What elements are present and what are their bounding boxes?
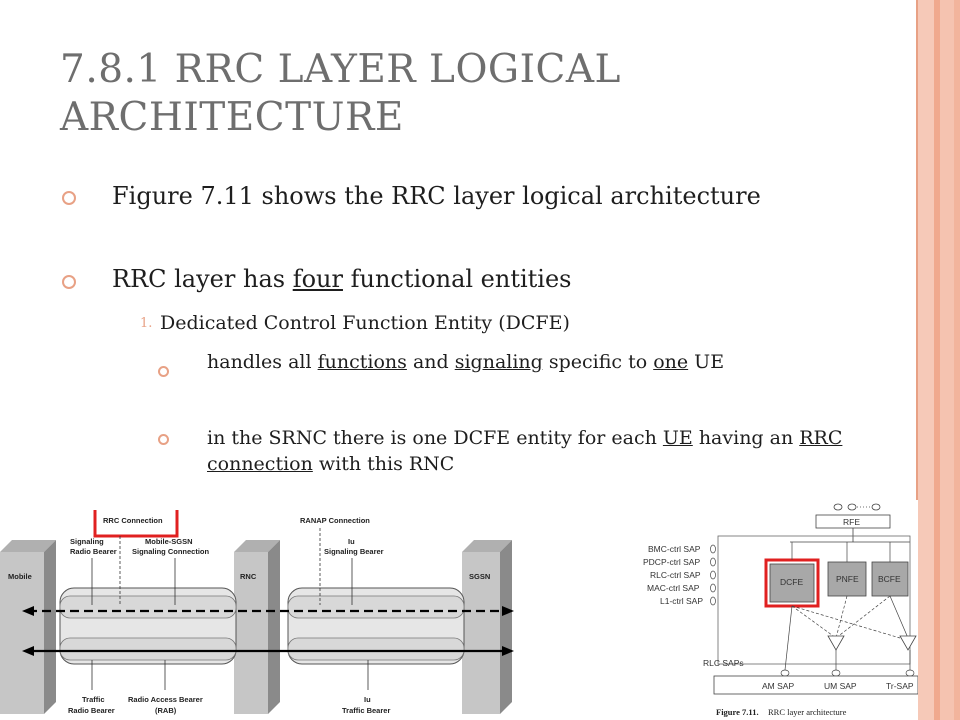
arrowhead [502,606,514,616]
traffic-radio-bearer-label-1: Traffic [82,695,105,704]
traffic-radio-bearer-label-2: Radio Bearer [68,706,115,715]
rnc-block-side [268,540,280,714]
mobile-sgsn-label-1: Mobile-SGSN [145,537,193,546]
mobile-sgsn-label-2: Signaling Connection [132,547,209,556]
right-stripe [954,0,960,720]
rnc-block [234,552,268,714]
sub-bullet-functions: handles all functions and signaling spec… [207,351,725,373]
right-stripe [940,0,954,720]
sap-label-rlc: RLC-ctrl SAP [650,570,701,580]
right-pipe-inner-bottom [287,637,465,661]
iu-signaling-label-1: Iu [348,537,355,546]
left-pipe-inner-bottom [59,637,237,661]
rlc-saps-label: RLC SAPs [703,658,744,668]
rfe-label: RFE [843,517,860,527]
rrc-container [717,535,911,665]
figure-caption-number: Figure 7.11. [716,707,759,717]
mobile-block [0,552,44,714]
mobile-label: Mobile [8,572,32,581]
bullet-icon [62,191,76,205]
figure-caption-text: RRC layer architecture [768,707,847,717]
sub-bullet-srnc: in the SRNC there is one DCFE entity for… [207,427,843,475]
sgsn-block [462,552,500,714]
rnc-label: RNC [240,572,257,581]
rrc-layer-architecture-diagram: RFE BMC-ctrl SAP PDCP-ctrl SAP RLC-ctrl … [610,500,918,720]
tr-triangle [899,635,917,651]
rab-label-2: (RAB) [155,706,177,715]
bullet-figure-reference: Figure 7.11 shows the RRC layer logical … [112,182,761,210]
sgsn-block-side [500,540,512,714]
right-stripe [934,0,940,720]
dcfe-label: DCFE [780,577,803,587]
sap-label-bmc: BMC-ctrl SAP [648,544,701,554]
pnfe-label: PNFE [836,574,859,584]
arrowhead [22,646,34,656]
right-border-line [916,0,918,720]
ranap-connection-label: RANAP Connection [300,516,370,525]
rrc-connection-diagram: Mobile RNC SGSN RRC Connection RANAP Con… [0,510,536,720]
mobile-block-top [0,540,56,552]
iu-traffic-label-2: Traffic Bearer [342,706,390,715]
sap-symbol [871,503,881,511]
iu-signaling-label-2: Signaling Bearer [324,547,384,556]
rnc-block-top [234,540,280,552]
arrowhead [22,606,34,616]
dcfe-box [769,563,815,603]
bcfe-box [871,561,909,597]
list-item-dcfe: Dedicated Control Function Entity (DCFE) [160,312,570,334]
right-pipe-inner-top [287,595,465,619]
signaling-radio-bearer-label-2: Radio Bearer [70,547,117,556]
slide-title: 7.8.1 RRC LAYER LOGICAL ARCHITECTURE [60,47,621,140]
sap-label-l1: L1-ctrl SAP [660,596,703,606]
am-sap-label: AM SAP [762,681,794,691]
entity-connections [784,542,911,671]
um-sap-label: UM SAP [824,681,857,691]
rrc-connection-label: RRC Connection [103,516,163,525]
sub-bullet-icon [158,366,169,377]
arrowhead [502,646,514,656]
pnfe-box [827,561,867,597]
sgsn-block-top [462,540,512,552]
rrc-connection-highlight [93,510,179,538]
tr-sap-label: Tr-SAP [886,681,914,691]
sap-symbol [833,503,843,511]
list-number: 1. [140,316,153,331]
bullet-functional-entities: RRC layer has four functional entities [112,265,572,293]
signaling-radio-bearer-label-1: Signaling [70,537,104,546]
sap-list [710,544,716,606]
sap-label-mac: MAC-ctrl SAP [647,583,700,593]
sap-symbol [847,503,857,511]
rab-label-1: Radio Access Bearer [128,695,203,704]
sgsn-label: SGSN [469,572,490,581]
bullet-icon [62,275,76,289]
sap-label-pdcp: PDCP-ctrl SAP [643,557,700,567]
right-stripe [918,0,934,720]
left-pipe-inner-top [59,595,237,619]
mobile-block-side [44,540,56,714]
iu-traffic-label-1: Iu [364,695,371,704]
bcfe-label: BCFE [878,574,901,584]
um-triangle [827,635,845,651]
sub-bullet-icon [158,434,169,445]
rlc-box [713,675,918,695]
